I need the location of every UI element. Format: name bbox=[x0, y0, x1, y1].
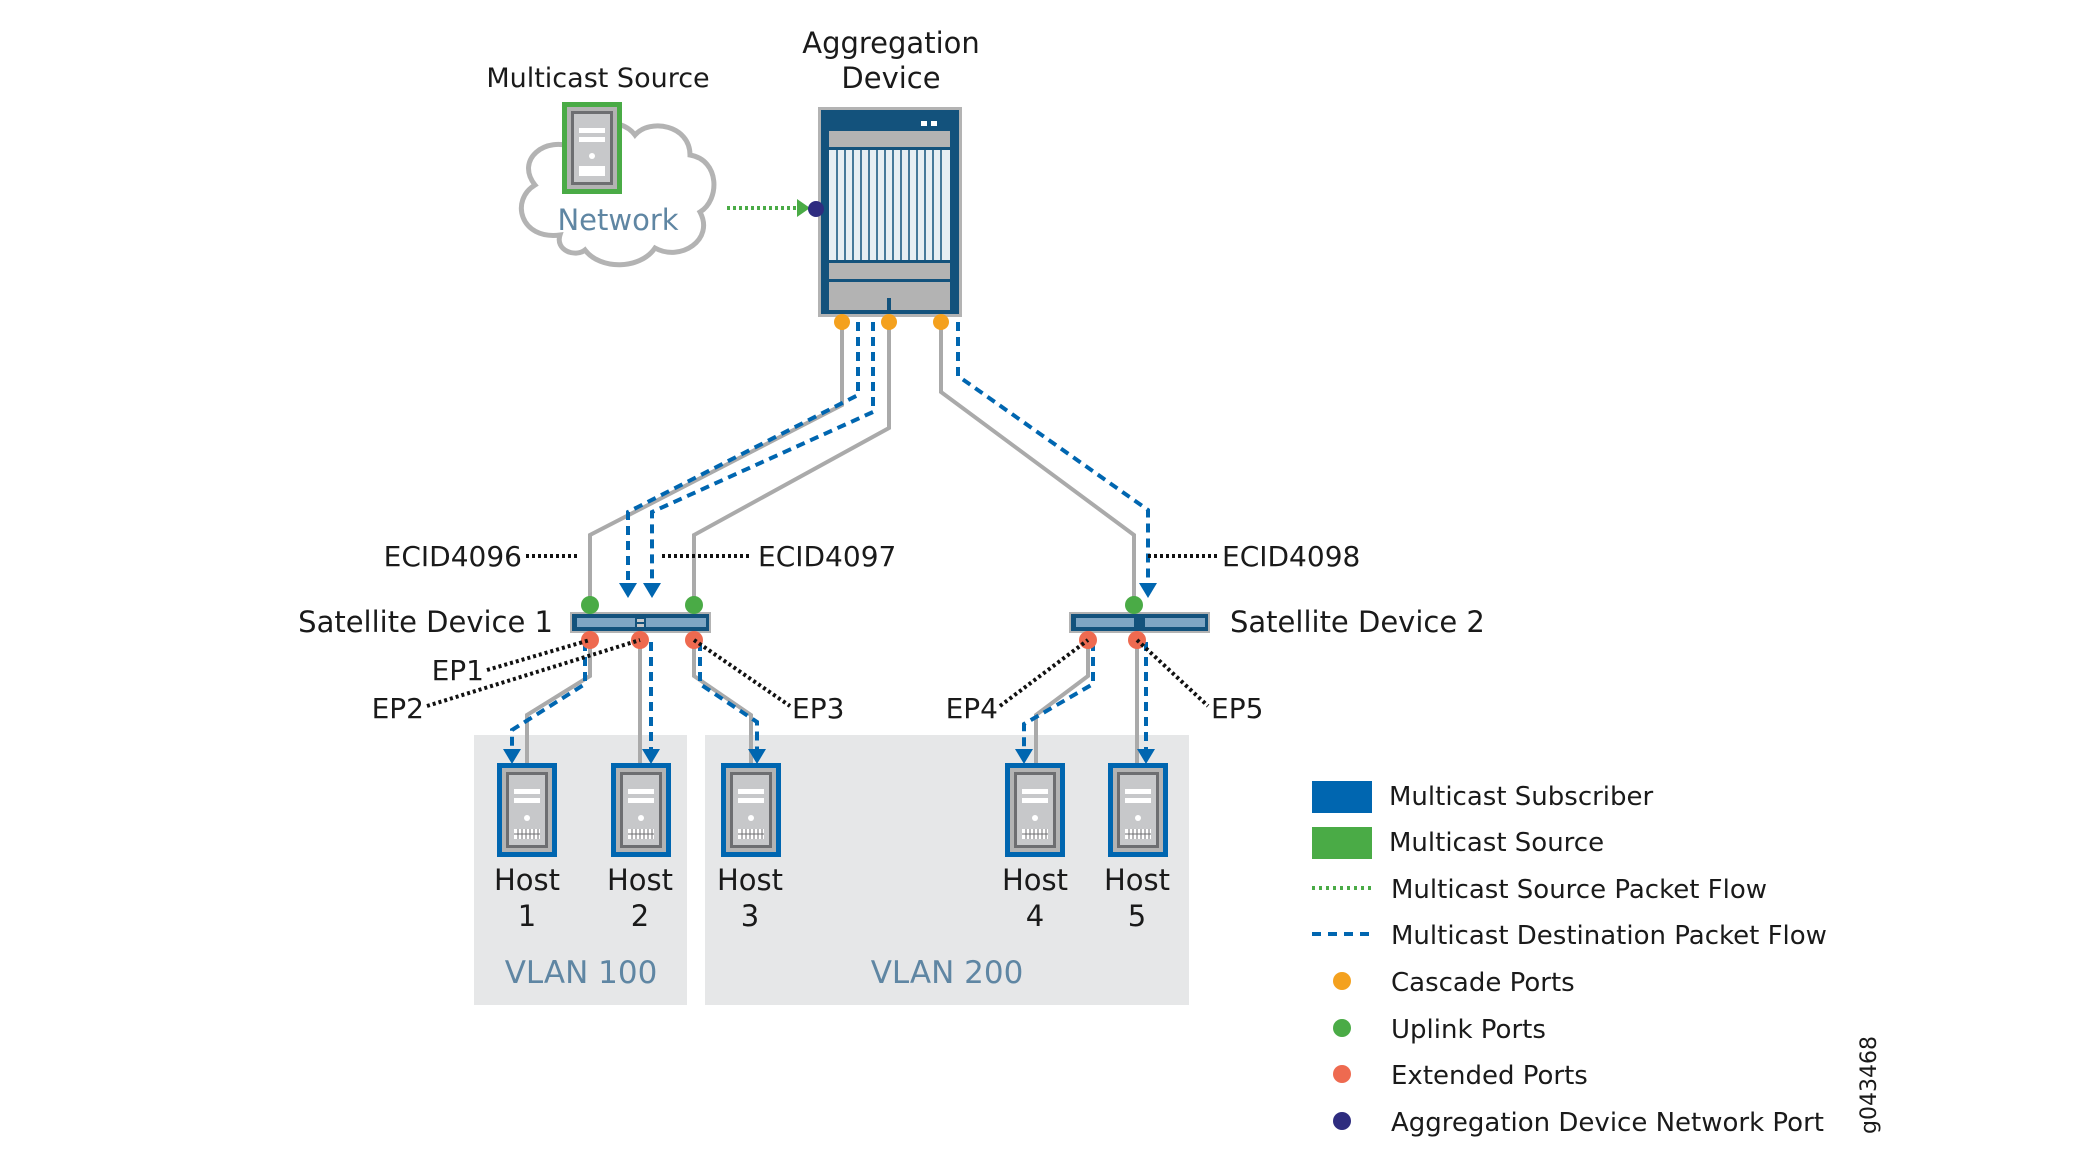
legend-uplink-dot bbox=[1333, 1019, 1351, 1037]
cascade-port bbox=[933, 314, 949, 330]
cascade-port bbox=[834, 314, 850, 330]
host-3-server-icon bbox=[720, 762, 782, 858]
legend-label: Cascade Ports bbox=[1391, 968, 1575, 998]
legend-swatch-source bbox=[1312, 827, 1372, 859]
ep4-label: EP4 bbox=[946, 692, 998, 725]
legend-swatch-subscriber bbox=[1312, 781, 1372, 813]
host-4-number: 4 bbox=[1026, 899, 1044, 933]
multicast-source-server-icon bbox=[562, 102, 622, 194]
host-3-number: 3 bbox=[741, 899, 759, 933]
uplink-port bbox=[1125, 596, 1143, 614]
flow-arrowheads bbox=[503, 583, 1157, 764]
host-5-label: Host bbox=[1104, 863, 1170, 897]
legend-label: Extended Ports bbox=[1391, 1061, 1588, 1091]
aggregation-device-icon bbox=[818, 107, 962, 317]
host-1-number: 1 bbox=[518, 899, 536, 933]
legend-label: Multicast Source Packet Flow bbox=[1391, 875, 1767, 905]
multicast-source-label: Multicast Source bbox=[486, 63, 709, 94]
source-flow-arrowhead bbox=[797, 199, 810, 217]
uplink-port bbox=[581, 596, 599, 614]
satellite-device-1-icon bbox=[570, 612, 711, 633]
legend-label: Multicast Subscriber bbox=[1389, 782, 1654, 812]
legend: Multicast Subscriber Multicast Source Mu… bbox=[1312, 781, 1827, 1138]
satellite-device-2-label: Satellite Device 2 bbox=[1230, 605, 1485, 639]
ep3-label: EP3 bbox=[792, 692, 844, 725]
legend-extended-dot bbox=[1333, 1065, 1351, 1083]
network-label: Network bbox=[557, 203, 678, 237]
host-2-number: 2 bbox=[631, 899, 649, 933]
cascade-port bbox=[881, 314, 897, 330]
uplink-port bbox=[685, 596, 703, 614]
legend-label: Multicast Source bbox=[1389, 828, 1604, 858]
host-5-number: 5 bbox=[1128, 899, 1146, 933]
ecid4096-label: ECID4096 bbox=[384, 540, 522, 573]
legend-cascade-dot bbox=[1333, 972, 1351, 990]
legend-label: Aggregation Device Network Port bbox=[1391, 1108, 1824, 1138]
host-2-server-icon bbox=[610, 762, 672, 858]
ep5-label: EP5 bbox=[1211, 692, 1263, 725]
host-5-server-icon bbox=[1107, 762, 1169, 858]
legend-network-port-dot bbox=[1333, 1112, 1351, 1130]
ep2-label: EP2 bbox=[372, 692, 424, 725]
satellite-device-1-label: Satellite Device 1 bbox=[298, 605, 553, 639]
host-3-label: Host bbox=[717, 863, 783, 897]
aggregation-device-label-2: Device bbox=[841, 61, 940, 95]
vlan-200-label: VLAN 200 bbox=[871, 955, 1024, 991]
callout-lines bbox=[426, 554, 1218, 708]
host-1-label: Host bbox=[494, 863, 560, 897]
legend-label: Multicast Destination Packet Flow bbox=[1391, 921, 1827, 951]
destination-packet-flows bbox=[510, 322, 1150, 749]
legend-label: Uplink Ports bbox=[1391, 1015, 1546, 1045]
satellite-device-2-icon bbox=[1069, 612, 1210, 633]
figure-id: g043468 bbox=[1857, 1036, 1882, 1134]
ep1-label: EP1 bbox=[432, 654, 484, 687]
ecid4098-label: ECID4098 bbox=[1222, 540, 1360, 573]
extended-port-ep1 bbox=[581, 631, 599, 649]
vlan-100-label: VLAN 100 bbox=[505, 955, 658, 991]
host-1-server-icon bbox=[496, 762, 558, 858]
aggregation-device-label: Aggregation bbox=[802, 26, 980, 60]
ecid4097-label: ECID4097 bbox=[758, 540, 896, 573]
host-4-label: Host bbox=[1002, 863, 1068, 897]
aggregation-network-port bbox=[808, 201, 824, 217]
host-2-label: Host bbox=[607, 863, 673, 897]
host-4-server-icon bbox=[1004, 762, 1066, 858]
